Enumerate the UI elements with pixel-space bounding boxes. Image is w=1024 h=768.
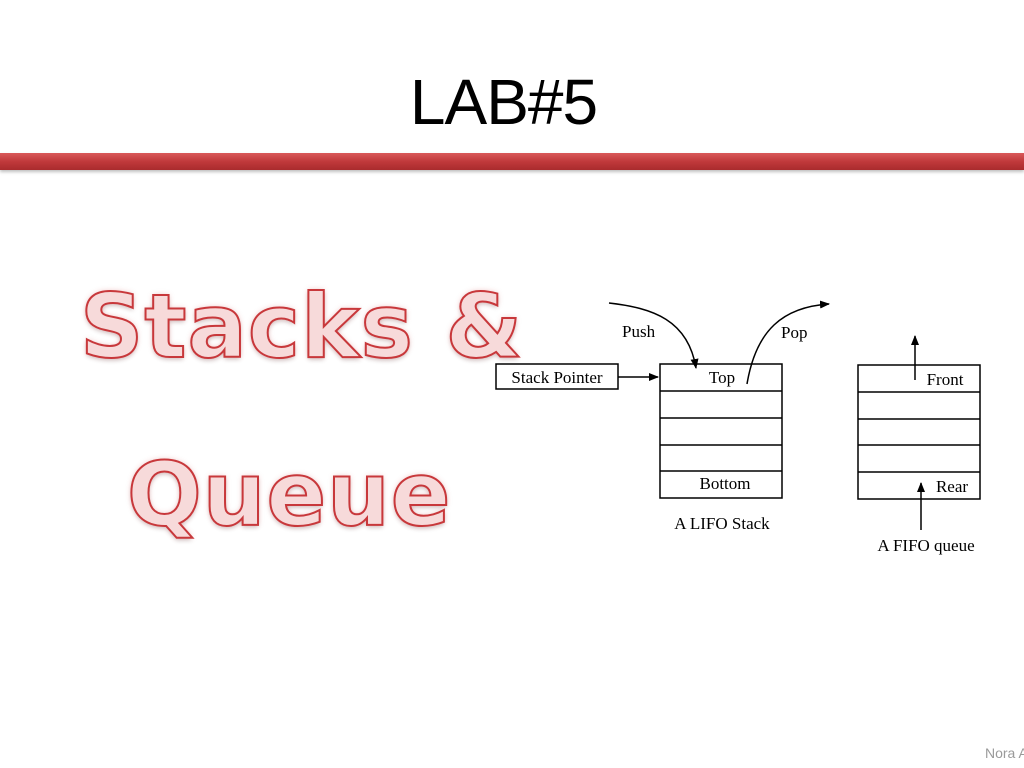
- slide-title: LAB#5: [409, 66, 598, 138]
- queue-caption: A FIFO queue: [877, 536, 974, 555]
- queue-front-label: Front: [927, 370, 964, 389]
- lifo-stack: Top Bottom: [659, 363, 783, 499]
- stack-top-label: Top: [709, 368, 735, 387]
- stack-caption: A LIFO Stack: [674, 514, 770, 533]
- headline-line-1: Stacks &: [79, 274, 524, 379]
- push-arrow: [608, 302, 699, 369]
- footer-author: Nora A: [985, 745, 1024, 761]
- fifo-queue: Front Rear: [857, 364, 981, 500]
- stack-queue-diagram: Stack Pointer Top Bottom Push Pop A LIFO…: [495, 300, 981, 555]
- stack-pointer-box: Stack Pointer: [495, 363, 619, 390]
- pop-arrow: [746, 300, 830, 385]
- headline-line-2: Queue: [126, 442, 452, 547]
- push-label: Push: [622, 322, 656, 341]
- queue-rear-label: Rear: [936, 477, 968, 496]
- stack-pointer-label: Stack Pointer: [511, 368, 602, 387]
- pop-label: Pop: [781, 323, 807, 342]
- title-divider: [0, 153, 1024, 170]
- stack-bottom-label: Bottom: [699, 474, 750, 493]
